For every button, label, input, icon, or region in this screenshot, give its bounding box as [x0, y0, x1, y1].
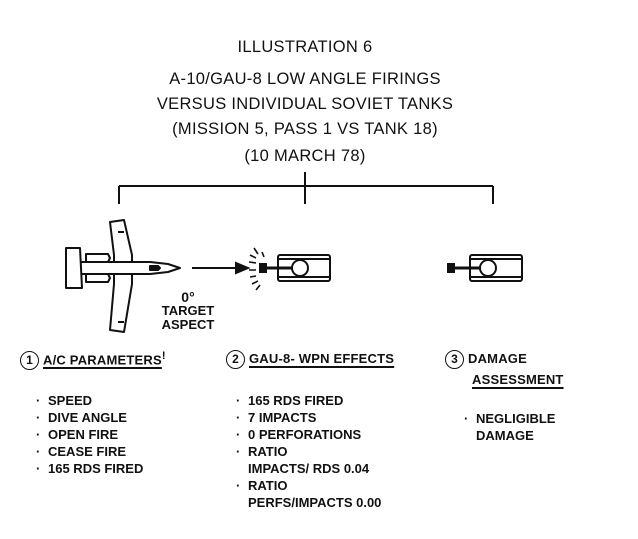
tank-icon [259, 254, 331, 282]
list-item: ·OPEN FIRE [36, 427, 119, 442]
title-line-3: VERSUS INDIVIDUAL SOVIET TANKS [156, 95, 454, 113]
title-line-5: (10 MARCH 78) [244, 147, 366, 165]
list-item: DAMAGE [476, 428, 534, 443]
list-item: PERFS/IMPACTS 0.00 [248, 495, 382, 510]
aspect-label-target: TARGET [161, 303, 215, 318]
list-item: ·RATIO [236, 444, 288, 459]
aspect-label-aspect: ASPECT [161, 317, 215, 332]
section-2-list: ·165 RDS FIRED ·7 IMPACTS ·0 PERFORATION… [236, 392, 381, 511]
list-item: ·DIVE ANGLE [36, 410, 127, 425]
title-line-4: (MISSION 5, PASS 1 VS TANK 18) [172, 120, 438, 138]
title-line-2: A-10/GAU-8 LOW ANGLE FIRINGS [169, 70, 441, 88]
section-1-list: ·SPEED ·DIVE ANGLE ·OPEN FIRE ·CEASE FIR… [36, 392, 143, 477]
list-item: ·0 PERFORATIONS [236, 427, 362, 442]
illustration-title: ILLUSTRATION 6 [237, 38, 373, 56]
section-1-title: A/C PARAMETERS [43, 352, 162, 368]
arrow-icon [192, 261, 251, 275]
list-item: ·165 RDS FIRED [236, 393, 344, 408]
target-aspect-label: 0° TARGET ASPECT [158, 290, 218, 332]
list-item: ·SPEED [36, 393, 93, 408]
section-number-2: 2 [226, 350, 245, 369]
list-item: ·165 RDS FIRED [36, 461, 144, 476]
section-3-title-line1: DAMAGE [468, 350, 527, 366]
list-item: ·RATIO [236, 478, 288, 493]
section-2-title: GAU-8- WPN EFFECTS [249, 350, 395, 366]
list-item: IMPACTS/ RDS 0.04 [248, 461, 370, 476]
section-number-3: 3 [445, 350, 464, 369]
list-item: ·7 IMPACTS [236, 410, 317, 425]
section-3-title-line2: ASSESSMENT [472, 372, 564, 387]
footnote-mark: ! [161, 350, 166, 362]
aircraft-icon [65, 219, 181, 333]
muzzle-burst-icon [248, 247, 265, 291]
bracket [118, 172, 494, 204]
aspect-angle: 0° [181, 289, 195, 305]
section-number-1: 1 [20, 351, 39, 371]
list-item: ·NEGLIGIBLE [464, 411, 556, 426]
tank-icon [447, 254, 523, 282]
list-item: ·CEASE FIRE [36, 444, 127, 459]
section-3-list: ·NEGLIGIBLE DAMAGE [464, 410, 555, 444]
